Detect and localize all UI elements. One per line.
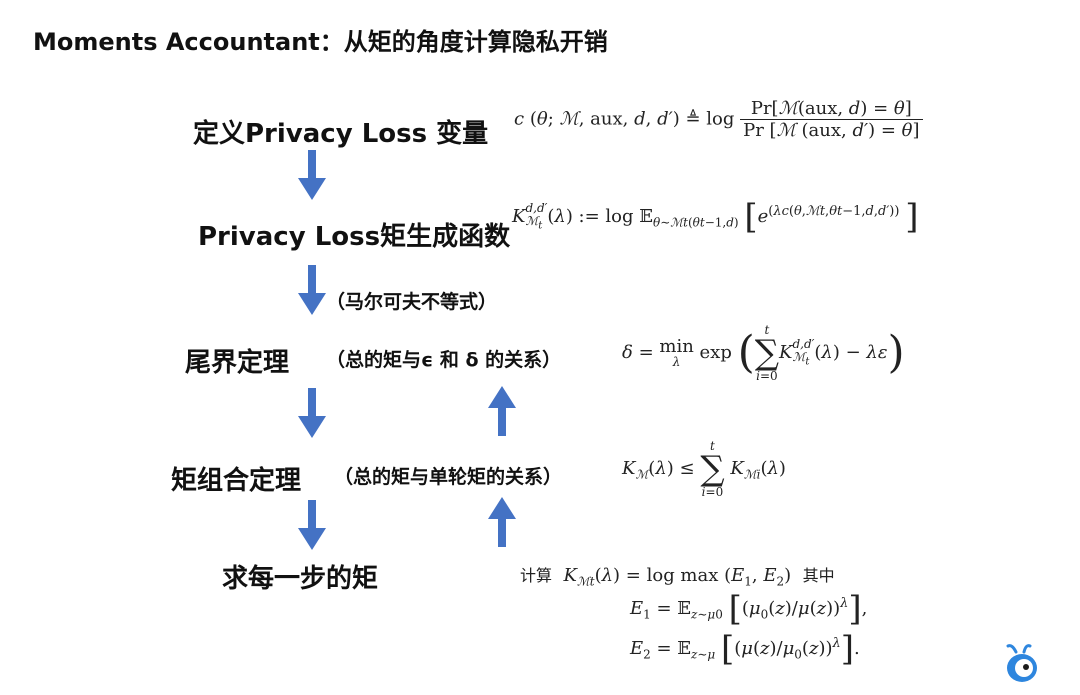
down-arrow-icon [298,388,326,438]
note-tail-relation: （总的矩与ϵ 和 δ 的关系） [326,349,562,371]
bird-logo-icon [1006,644,1037,682]
down-arrow-icon [298,150,326,200]
formula-e2: E2 = 𝔼z∼μ [(μ(z)/μ0(z))λ]. [630,629,860,669]
formula-suffix: 其中 [802,566,835,585]
step-per-step-moment: 求每一步的矩 [222,564,379,594]
down-arrow-icon [298,265,326,315]
down-arrow-icon [298,500,326,550]
step-moment-generating-function: Privacy Loss矩生成函数 [198,222,511,252]
formula-privacy-loss: c (θ; ℳ, aux, d, d′) ≜ log Pr[ℳ(aux, d) … [514,98,923,141]
formula-per-step-moment: 计算 Kℳt(λ) = log max (E1, E2) 其中 [520,565,835,589]
up-arrow-icon [488,497,516,547]
formula-prefix: 计算 [520,566,553,585]
page-title: Moments Accountant：从矩的角度计算隐私开销 [33,28,608,56]
up-arrow-icon [488,386,516,436]
step-tail-bound-theorem: 尾界定理 [185,348,290,378]
formula-composition: Kℳ(λ) ≤ t∑i=0 Kℳi(λ) [622,439,786,499]
step-composition-theorem: 矩组合定理 [171,466,302,496]
formula-e1: E1 = 𝔼z∼μ0 [(μ0(z)/μ(z))λ], [630,589,868,629]
step-privacy-loss-variable: 定义Privacy Loss 变量 [193,119,489,149]
note-markov-inequality: （马尔可夫不等式） [326,291,498,313]
note-composition-relation: （总的矩与单轮矩的关系） [334,466,563,488]
